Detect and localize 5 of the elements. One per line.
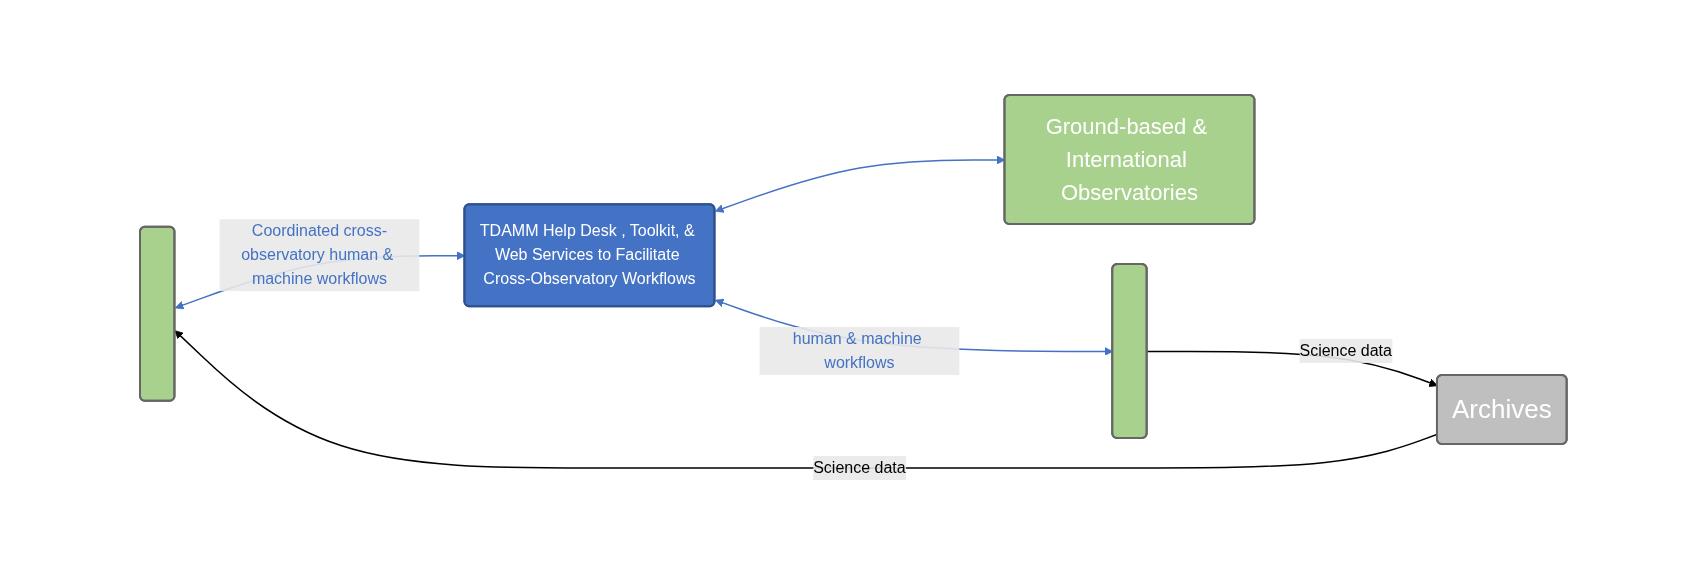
edge-label: Coordinated cross-observatory human & machine workflows [240,222,393,288]
edge-label: Science data [812,459,906,476]
edge-label: Science data [1299,342,1392,359]
arrow [714,155,1005,213]
edge-label: human & machine workflows [792,330,922,371]
